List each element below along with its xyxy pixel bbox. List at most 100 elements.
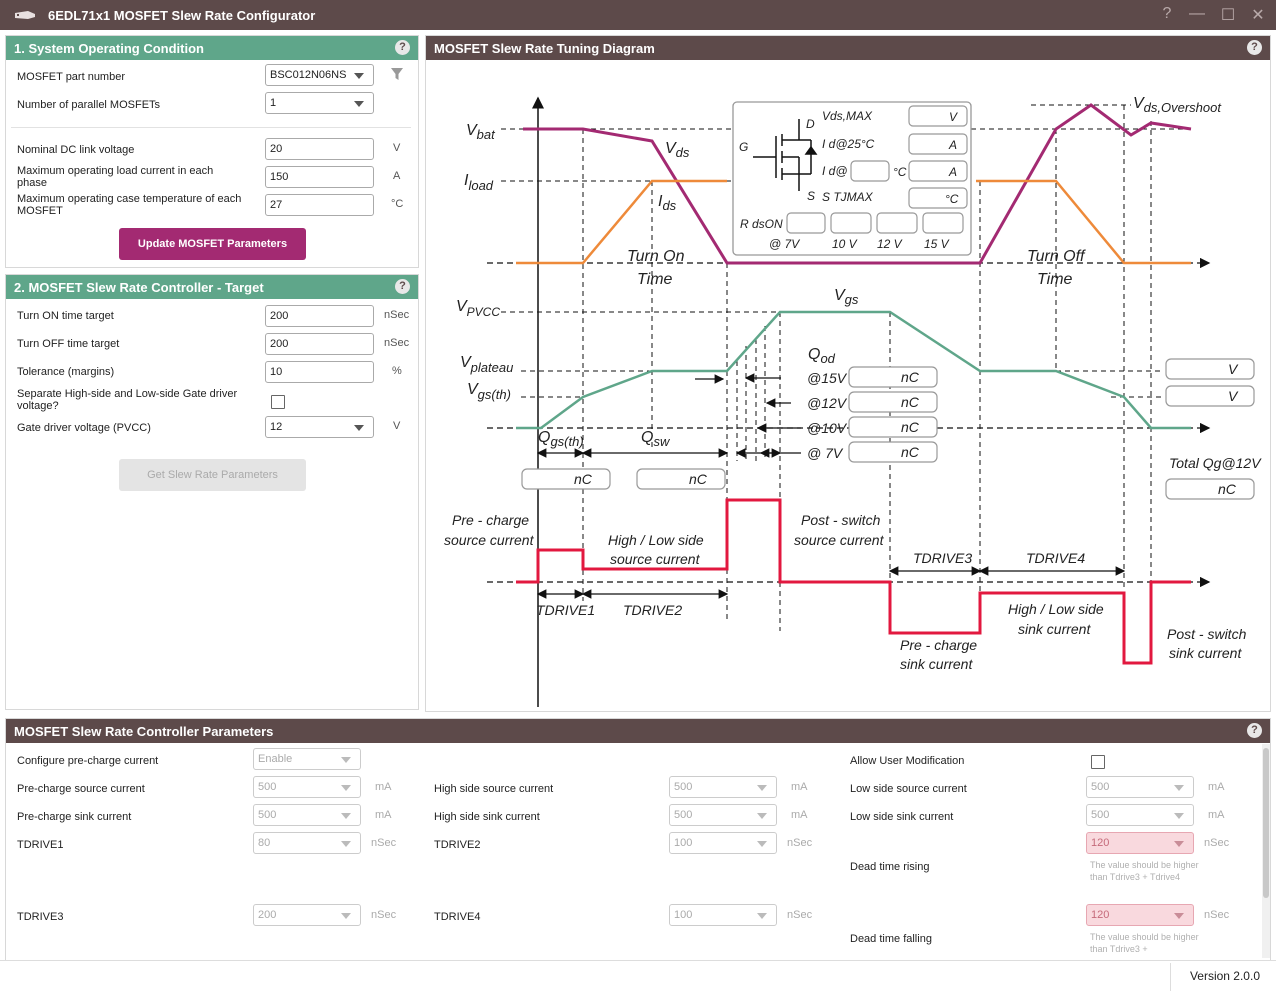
qod-label: Qod <box>808 346 836 366</box>
unit-label: nSec <box>384 337 410 349</box>
vds-waveform <box>523 103 1192 265</box>
vgsth-label: Vgs(th) <box>467 381 511 402</box>
panel-header: 2. MOSFET Slew Rate Controller - Target? <box>6 275 418 299</box>
panel-title: MOSFET Slew Rate Tuning Diagram <box>434 41 655 56</box>
chevron-down-icon <box>354 73 364 79</box>
vplateau-unit: V <box>1228 361 1239 377</box>
q10-unit: nC <box>901 419 920 435</box>
qsw-label: Qsw <box>641 429 671 449</box>
qgsth-unit: nC <box>574 471 593 487</box>
pvcc-select[interactable]: 12 <box>265 416 374 438</box>
turn-on-label: Turn ON time target <box>17 310 114 322</box>
pre-sink-select[interactable]: 500 <box>253 804 361 826</box>
vds-label: Vds <box>665 140 690 160</box>
pvcc-label: Gate driver voltage (PVCC) <box>17 422 151 434</box>
gate-current-waveform <box>516 498 1191 665</box>
hs-src-select[interactable]: 500 <box>669 776 777 798</box>
vgsth-unit: V <box>1228 388 1239 404</box>
load-current-input[interactable]: 150 <box>265 166 374 188</box>
rdson-12v-label: 12 V <box>877 237 903 251</box>
tolerance-label: Tolerance (margins) <box>17 366 115 378</box>
hs-sink-select[interactable]: 500 <box>669 804 777 826</box>
vdsmax-unit: V <box>949 110 958 124</box>
turn-off-label: Turn OFF time target <box>17 338 120 350</box>
chevron-down-icon <box>341 841 351 847</box>
help-icon[interactable]: ? <box>1162 5 1172 22</box>
unit-label: nSec <box>1204 909 1230 921</box>
pre-src-label: Pre-charge source current <box>17 783 145 795</box>
scrollbar-thumb[interactable] <box>1263 748 1269 898</box>
tdrive3-select[interactable]: 200 <box>253 904 361 926</box>
vgs-label: Vgs <box>834 287 859 307</box>
chevron-down-icon <box>757 913 767 919</box>
tdrive1-select[interactable]: 80 <box>253 832 361 854</box>
select-value: 500 <box>258 781 277 793</box>
update-mosfet-button[interactable]: Update MOSFET Parameters <box>119 228 306 260</box>
source-label: S <box>807 189 815 203</box>
dc-link-input[interactable]: 20 <box>265 138 374 160</box>
divider <box>1170 963 1171 991</box>
charge-value-fields <box>521 358 1255 500</box>
mosfet-symbol-icon <box>753 119 818 191</box>
ls-sink-select[interactable]: 500 <box>1086 804 1194 826</box>
chevron-down-icon <box>1174 913 1184 919</box>
diagram-panel: MOSFET Slew Rate Tuning Diagram? <box>425 35 1271 712</box>
q7-unit: nC <box>901 444 920 460</box>
tdrive2-label: TDRIVE2 <box>623 602 682 618</box>
dead-time-rising-label: Dead time rising <box>850 861 930 873</box>
part-number-select[interactable]: BSC012N06NS <box>265 64 374 86</box>
help-icon[interactable]: ? <box>1247 723 1262 738</box>
turn-on-input[interactable]: 200 <box>265 305 374 327</box>
vertical-scrollbar[interactable] <box>1262 744 1270 958</box>
select-value: 500 <box>1091 781 1110 793</box>
unit-label: mA <box>375 781 392 793</box>
rdson-label: R dsON <box>740 217 783 231</box>
help-icon[interactable]: ? <box>395 279 410 294</box>
filter-icon[interactable] <box>390 67 404 81</box>
dead-time-rising-hint: The value should be higher than Tdrive3 … <box>1090 860 1199 882</box>
unit-label: V <box>393 420 401 432</box>
rdson-10v-label: 10 V <box>832 237 858 251</box>
minimize-button[interactable]: — <box>1189 5 1205 22</box>
dead-time-rising-select[interactable]: 120 <box>1086 832 1194 854</box>
get-slew-rate-button[interactable]: Get Slew Rate Parameters <box>119 459 306 491</box>
cfg-precharge-select[interactable]: Enable <box>253 748 361 770</box>
hs-src-label: High side source current <box>434 783 554 795</box>
turn-on-label-2: Time <box>637 271 673 288</box>
chevron-down-icon <box>341 757 351 763</box>
allow-modification-checkbox[interactable] <box>1091 755 1105 769</box>
pre-src-label-1: Pre - charge <box>452 512 529 528</box>
dead-time-falling-label: Dead time falling <box>850 933 932 945</box>
qgsth-label: Qgs(th) <box>538 429 584 449</box>
tdrive4-select[interactable]: 100 <box>669 904 777 926</box>
tolerance-input[interactable]: 10 <box>265 361 374 383</box>
close-button[interactable]: ✕ <box>1251 7 1265 24</box>
separate-voltage-checkbox[interactable] <box>271 395 285 409</box>
cfg-precharge-label: Configure pre-charge current <box>17 755 159 767</box>
ids-fall-waveform <box>976 179 1191 265</box>
help-icon[interactable]: ? <box>395 40 410 55</box>
chevron-down-icon <box>1174 785 1184 791</box>
ls-src-select[interactable]: 500 <box>1086 776 1194 798</box>
pre-src-select[interactable]: 500 <box>253 776 361 798</box>
case-temp-input[interactable]: 27 <box>265 194 374 216</box>
parallel-label: Number of parallel MOSFETs <box>17 99 161 111</box>
dead-time-falling-select[interactable]: 120 <box>1086 904 1194 926</box>
ls-src-label: Low side source current <box>850 783 967 795</box>
tdrive2-select[interactable]: 100 <box>669 832 777 854</box>
select-value: 500 <box>1091 809 1110 821</box>
select-value: 500 <box>674 781 693 793</box>
select-value: BSC012N06NS <box>270 69 347 81</box>
select-value: Enable <box>258 753 293 765</box>
ids-rise-waveform <box>516 179 727 265</box>
maximize-button[interactable]: ☐ <box>1220 7 1236 24</box>
parallel-select[interactable]: 1 <box>265 92 374 114</box>
select-value: 200 <box>258 909 277 921</box>
chevron-down-icon <box>341 785 351 791</box>
select-value: 1 <box>270 97 277 109</box>
id-label: I d@ <box>822 164 848 178</box>
chevron-down-icon <box>354 425 364 431</box>
turn-off-input[interactable]: 200 <box>265 333 374 355</box>
help-icon[interactable]: ? <box>1247 40 1262 55</box>
system-operating-panel: 1. System Operating Condition? MOSFET pa… <box>5 35 419 268</box>
